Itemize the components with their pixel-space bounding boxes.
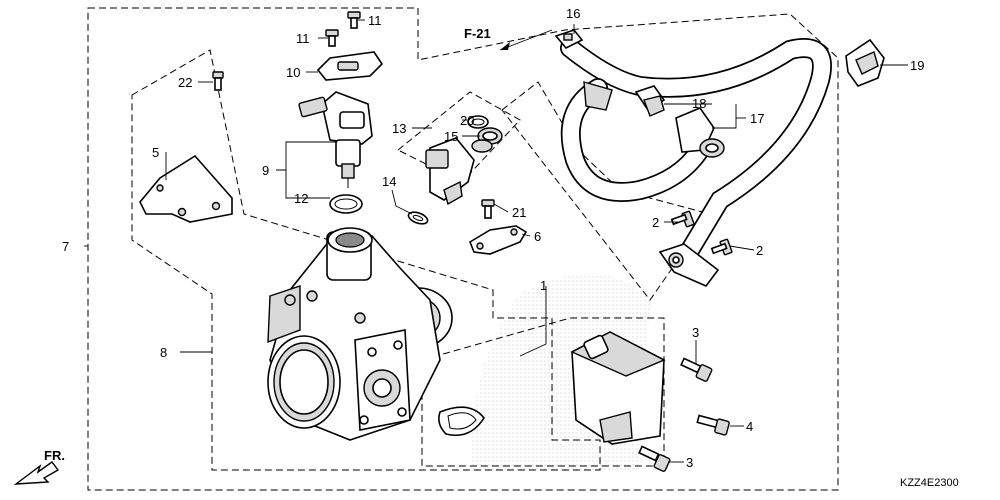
diagram-code: KZZ4E2300 — [900, 477, 959, 489]
front-direction-marker: FR. — [13, 448, 65, 485]
callout-11a: 11 — [368, 13, 382, 28]
clip-16 — [554, 29, 584, 49]
reference-f21: F-21 — [464, 26, 553, 51]
seal-15 — [471, 127, 503, 153]
front-label: FR. — [44, 448, 65, 463]
plate-6 — [469, 225, 528, 255]
callout-12: 12 — [294, 191, 308, 206]
callout-5: 5 — [152, 145, 159, 160]
callout-6: 6 — [534, 229, 541, 244]
bolt-11-b — [325, 29, 339, 47]
callout-7: 7 — [62, 239, 69, 254]
callout-18: 18 — [692, 96, 706, 111]
bolt-2-a — [670, 210, 695, 228]
clamp-18 — [634, 85, 666, 117]
callout-8: 8 — [160, 345, 167, 360]
callout-16: 16 — [566, 6, 580, 21]
callout-1: 1 — [540, 278, 547, 293]
fuel-fitting — [658, 243, 720, 287]
callout-14: 14 — [382, 174, 396, 189]
bolt-4 — [696, 414, 730, 436]
hose-connector — [675, 107, 725, 158]
bolt-11-a — [347, 11, 361, 29]
callout-15: 15 — [444, 129, 458, 144]
o-ring-12 — [329, 194, 363, 214]
bolt-22 — [212, 71, 224, 91]
bracket — [139, 154, 233, 223]
callout-17: 17 — [750, 111, 764, 126]
outline-7 — [87, 7, 839, 491]
o-ring-20 — [467, 115, 489, 129]
bolt-21 — [481, 199, 495, 219]
outline-1 — [421, 317, 665, 467]
callouts: 1 2 2 3 3 4 5 6 7 8 9 10 11 11 12 13 14 … — [62, 6, 924, 470]
sensor-9 — [298, 91, 373, 188]
seal-ring — [438, 406, 485, 437]
callout-13: 13 — [392, 121, 406, 136]
bolt-2-b — [710, 238, 733, 256]
reference-label: F-21 — [464, 26, 491, 41]
gasket-10 — [316, 51, 384, 81]
fuel-hose — [560, 38, 832, 260]
callout-4: 4 — [746, 419, 753, 434]
sensor-unit — [570, 331, 666, 445]
callout-11b: 11 — [296, 31, 310, 46]
clip-19 — [845, 38, 885, 87]
callout-10: 10 — [286, 65, 300, 80]
leader-lines — [84, 19, 908, 463]
callout-22: 22 — [178, 75, 192, 90]
callout-2a: 2 — [652, 215, 659, 230]
callout-21: 21 — [512, 205, 526, 220]
callout-3a: 3 — [692, 325, 699, 340]
outline-8 — [131, 49, 601, 471]
callout-3b: 3 — [686, 455, 693, 470]
injector-13 — [425, 137, 475, 206]
callout-20: 20 — [460, 113, 474, 128]
bolt-3-upper — [680, 357, 713, 382]
seal-14 — [407, 211, 429, 225]
bolt-3-lower — [638, 445, 671, 472]
throttle-body — [267, 227, 453, 441]
callout-19: 19 — [910, 58, 924, 73]
callout-2b: 2 — [756, 243, 763, 258]
callout-9: 9 — [262, 163, 269, 178]
